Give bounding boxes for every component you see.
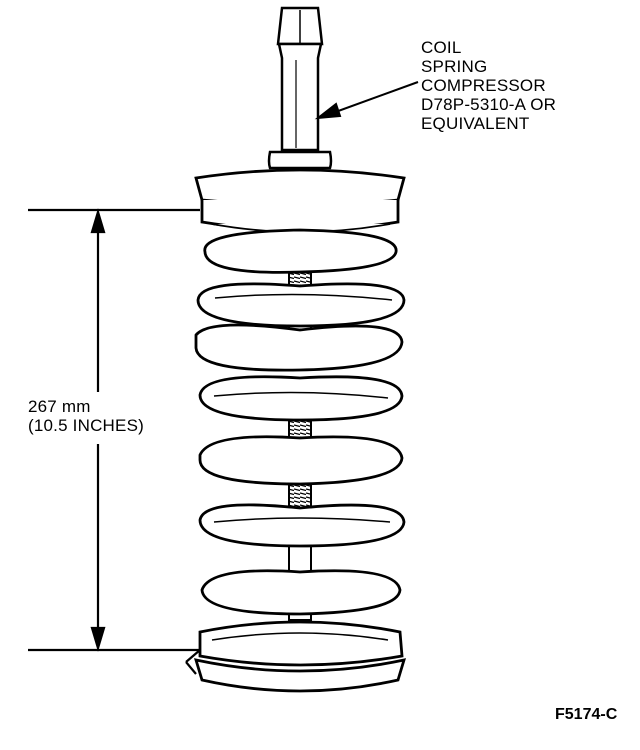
compressor-label-line-4: D78P-5310-A OR bbox=[421, 95, 557, 114]
compressor-label-line-2: SPRING bbox=[421, 57, 488, 76]
dimension-callout: 267 mm (10.5 INCHES) bbox=[28, 397, 144, 435]
coil-turn-7 bbox=[200, 569, 402, 616]
upper-spring-seat bbox=[194, 168, 406, 233]
compressor-shaft bbox=[277, 42, 323, 152]
dimension-arrow-bottom bbox=[90, 626, 106, 652]
compressor-label-line-1: COIL bbox=[421, 38, 462, 57]
coil-turn-4 bbox=[198, 375, 404, 422]
compressor-nut bbox=[276, 6, 324, 46]
lower-spring-seat bbox=[185, 620, 407, 693]
compressor-callout: COIL SPRING COMPRESSOR D78P-5310-A OR EQ… bbox=[421, 38, 556, 133]
coil-turn-6 bbox=[198, 503, 406, 548]
coil-spring bbox=[194, 228, 406, 616]
figure-id: F5174-C bbox=[555, 706, 618, 723]
compressor-leader bbox=[314, 81, 419, 120]
compressor-label-line-3: COMPRESSOR bbox=[421, 76, 546, 95]
compressor-collar bbox=[267, 150, 333, 170]
compressor-label-line-5: EQUIVALENT bbox=[421, 114, 530, 133]
dimension-marker bbox=[28, 208, 200, 652]
coil-turn-1 bbox=[203, 228, 398, 274]
coil-turn-3 bbox=[194, 323, 404, 372]
coil-turn-2 bbox=[196, 282, 406, 328]
coil-turn-5 bbox=[198, 435, 404, 486]
dimension-arrow-top bbox=[90, 208, 106, 234]
dimension-label-metric: 267 mm bbox=[28, 397, 91, 416]
dimension-label-imperial: (10.5 INCHES) bbox=[28, 416, 144, 435]
